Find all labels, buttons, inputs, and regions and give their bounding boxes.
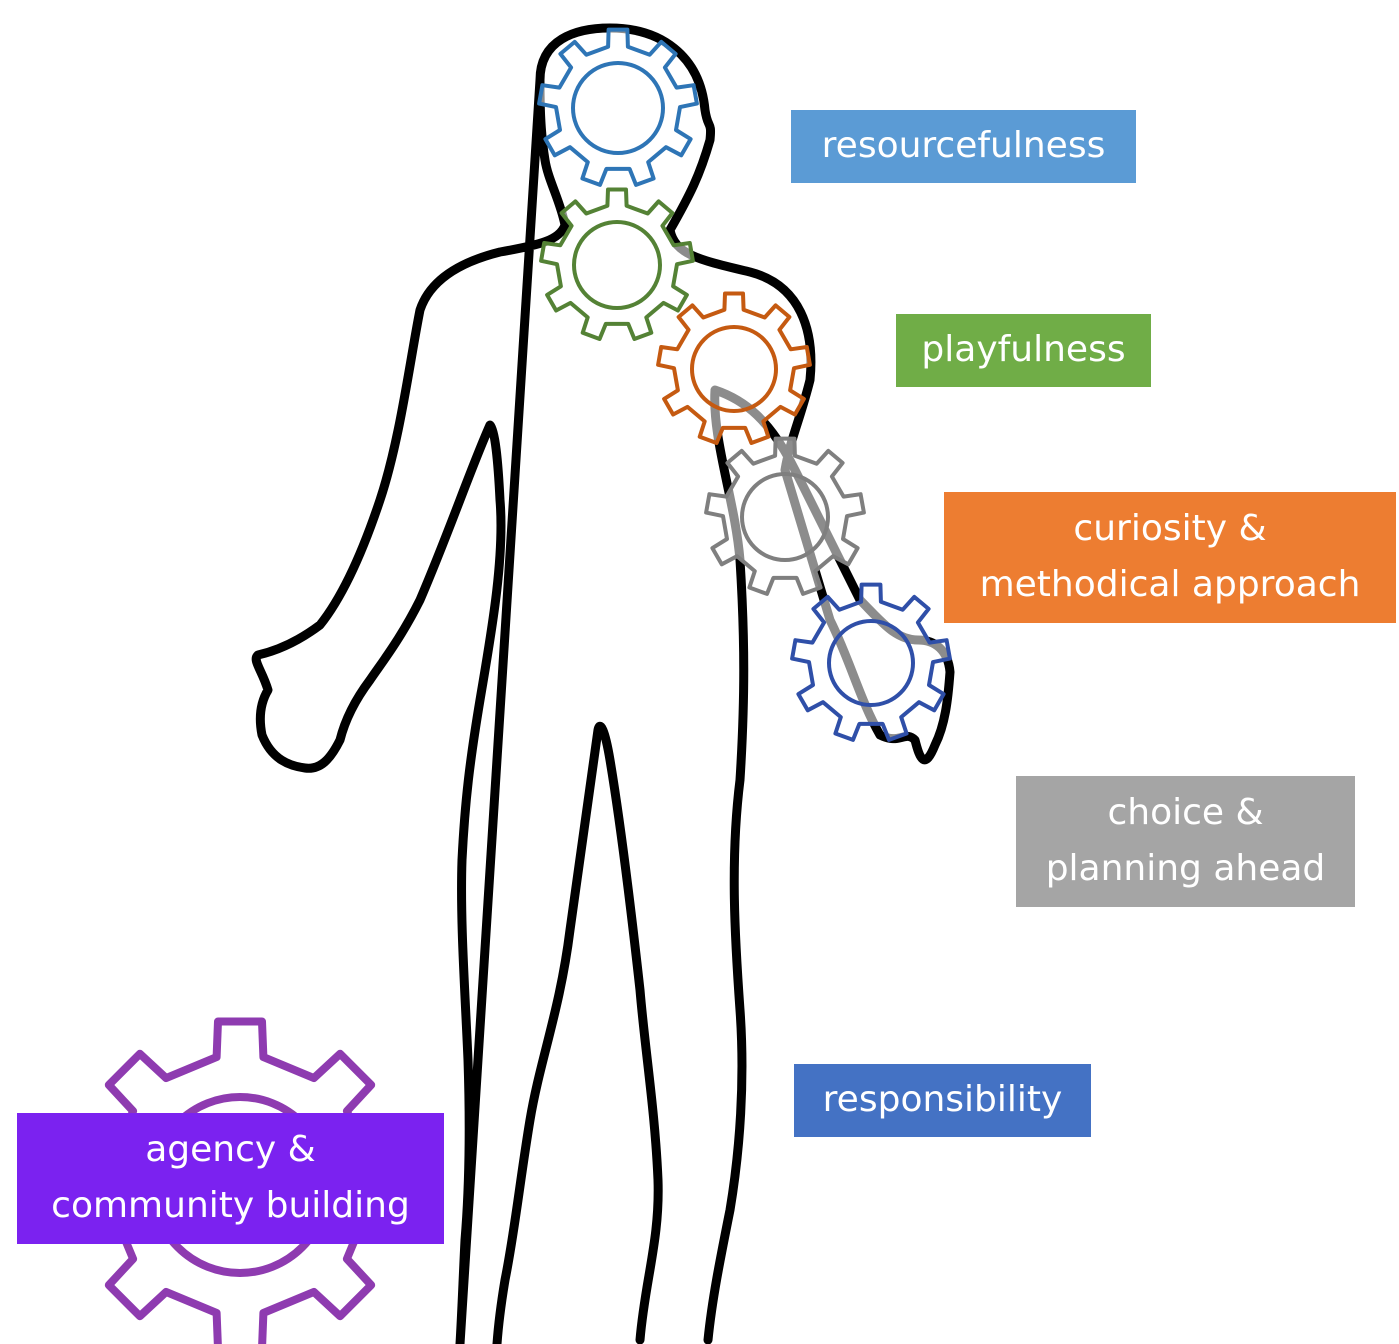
head-gear-hub xyxy=(571,61,665,155)
label-curiosity: curiosity & methodical approach xyxy=(944,492,1396,623)
label-playfulness-line-1: playfulness xyxy=(921,329,1126,370)
label-curiosity-line-1: curiosity & xyxy=(1073,508,1267,549)
neck-gear-hub xyxy=(572,220,662,310)
label-choice: choice & planning ahead xyxy=(1016,776,1355,907)
arm-gear-teeth xyxy=(704,436,866,596)
label-resourcefulness-line-1: resourcefulness xyxy=(821,125,1106,166)
neck-gear-teeth xyxy=(539,187,695,341)
label-agency-line-2: community building xyxy=(51,1185,410,1226)
label-resourcefulness: resourcefulness xyxy=(791,110,1136,183)
label-choice-line-1: choice & xyxy=(1107,792,1264,833)
neck-gear-icon xyxy=(539,187,695,341)
head-gear-icon xyxy=(537,27,699,187)
label-agency-line-1: agency & xyxy=(145,1129,316,1170)
arm-gear-hub xyxy=(740,472,830,562)
label-responsibility: responsibility xyxy=(794,1064,1091,1137)
hand-gear-icon xyxy=(790,582,952,742)
head-gear-teeth xyxy=(537,27,699,187)
label-curiosity-line-2: methodical approach xyxy=(979,564,1361,605)
hand-gear-teeth xyxy=(790,582,952,742)
shoulder-gear-teeth xyxy=(656,291,812,445)
label-playfulness: playfulness xyxy=(896,314,1151,387)
human-silhouette xyxy=(251,23,955,1344)
label-agency: agency & community building xyxy=(17,1113,444,1244)
label-responsibility-line-1: responsibility xyxy=(822,1079,1063,1120)
label-choice-line-2: planning ahead xyxy=(1045,848,1326,889)
hand-gear-hub xyxy=(827,619,915,707)
arm-gear-icon xyxy=(704,436,866,596)
shoulder-gear-hub xyxy=(690,325,778,413)
shoulder-gear-icon xyxy=(656,291,812,445)
